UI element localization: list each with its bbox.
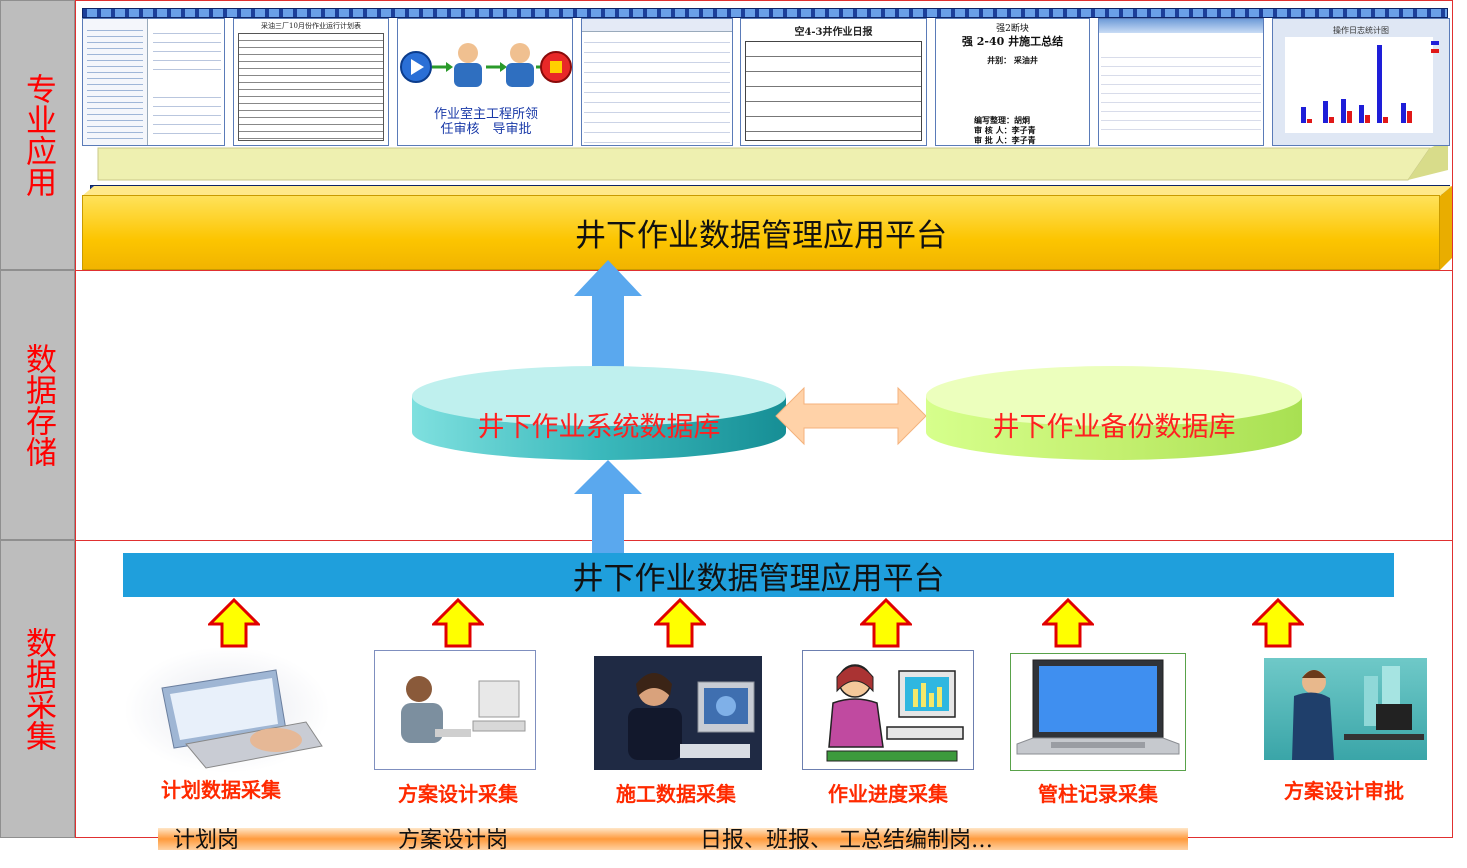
caption-design-approval: 方案设计审批 [1284,779,1404,803]
workflow-diagram [400,43,572,87]
summary-title: 强 2-40 井施工总结 [961,35,1064,48]
summary-approver: 审 批 人：李子青 [974,135,1036,145]
backup-database-cylinder [926,366,1302,460]
plan-table-title: 采油三厂10月份作业运行计划表 [261,22,361,30]
upload-arrow-design [432,598,484,648]
illustration-approver [1264,658,1427,760]
screenshot-approval-workflow: 作业室主任审核 工程所领导审批 [397,18,573,146]
caption-design-collection: 方案设计采集 [398,782,518,806]
chart-title: 操作日志统计图 [1333,26,1389,35]
screenshot-task-list [581,18,733,146]
upload-arrow-tubing [1042,598,1094,648]
system-database: 井下作业系统数据库 [410,398,788,450]
caption-construction-data: 施工数据采集 [616,782,736,806]
summary-well: 井别： 采油井 [987,55,1038,65]
upload-arrow-plan [208,598,260,648]
section-label-application-text: 专业应用 [20,73,56,197]
role-plan: 计划岗 [173,828,240,853]
system-database-cylinder [412,366,786,460]
application-shelf [97,140,1448,181]
screenshot-plan-table: 采油三厂10月份作业运行计划表 [233,18,389,146]
caption-progress-data: 作业进度采集 [828,782,948,806]
photo-laptop [1010,653,1186,771]
section-label-storage: 数据存储 [0,270,75,540]
photo-keyboard-hands [126,648,328,772]
screenshot-operation-chart: 操作日志统计图 [1272,18,1450,146]
caption-tubing-record: 管柱记录采集 [1038,782,1158,806]
screenshot-daily-report: 空4-3井作业日报 [740,18,927,146]
upload-arrow-approval [1252,598,1304,648]
backup-database-label: 井下作业备份数据库 [992,411,1236,443]
platform-top-3d [82,186,1452,270]
operation-chart-bars [1285,37,1439,133]
summary-reviewer: 审 核 人：李子青 [974,125,1036,135]
workflow-step-approve: 工程所领导审批 [486,107,539,137]
system-database-label: 井下作业系统数据库 [477,411,721,443]
illustration-progress-entry [802,650,974,770]
section-label-collection-text: 数据采集 [20,627,56,751]
screenshot-records-table [1098,18,1264,146]
platform-top-label: 井下作业数据管理应用平台 [575,218,947,254]
platform-middle: 井下作业数据管理应用平台 [123,553,1394,597]
platform-top: 井下作业数据管理应用平台 [82,195,1440,270]
role-report: 日报、班报、 工总结编制岗… [700,828,993,853]
arrow-up-to-platform [574,260,642,378]
photo-woman-at-computer [594,656,762,770]
arrow-up-to-database [574,460,642,556]
summary-editor: 编写整理：胡炯 [974,115,1030,125]
database-sync-arrow [775,386,927,446]
summary-block: 强2断块 [996,24,1029,34]
caption-plan-data: 计划数据采集 [161,778,281,802]
photo-designer-at-computer [374,650,536,770]
screenshot-construction-summary: 强2断块 强 2-40 井施工总结 井别： 采油井 编写整理：胡炯 审 核 人：… [935,18,1090,146]
role-design: 方案设计岗 [398,828,509,853]
upload-arrow-construction [654,598,706,648]
screenshot-plan-form [82,18,225,146]
workflow-step-review: 作业室主任审核 [434,107,487,137]
daily-report-title: 空4-3井作业日报 [794,27,873,38]
platform-middle-label: 井下作业数据管理应用平台 [572,560,945,597]
section-label-application: 专业应用 [0,0,75,270]
backup-database: 井下作业备份数据库 [924,398,1304,450]
roles-bar [158,828,1188,850]
top-dashed-rail [82,8,1448,18]
section-label-storage-text: 数据存储 [20,343,56,467]
section-label-collection: 数据采集 [0,540,75,838]
upload-arrow-progress [860,598,912,648]
